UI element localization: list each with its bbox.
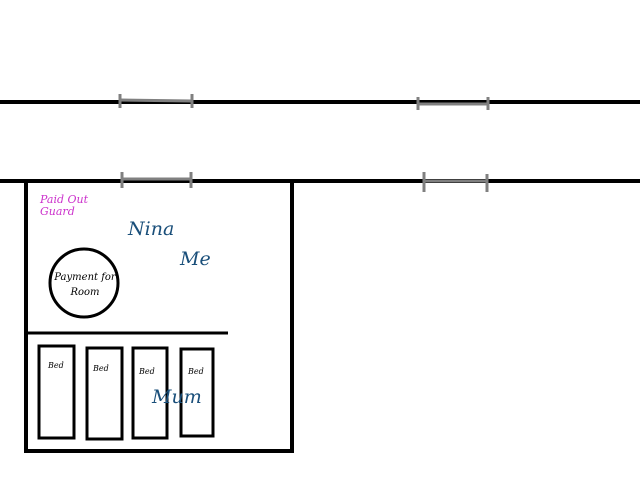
track-gaps (118, 94, 490, 192)
bed-label: Bed (139, 367, 155, 376)
me-label: Me (180, 248, 211, 270)
bed-label: Bed (188, 367, 204, 376)
bed-label: Bed (93, 364, 109, 373)
mum-label: Mum (152, 386, 202, 408)
bed-label: Bed (48, 361, 64, 370)
payment-table (48, 247, 120, 319)
guard-label: Paid Out Guard (40, 193, 89, 218)
nina-label: Nina (128, 218, 175, 240)
payment-label: Payment for Room (54, 272, 116, 298)
beds (37, 344, 215, 441)
room-walls (24, 181, 294, 453)
